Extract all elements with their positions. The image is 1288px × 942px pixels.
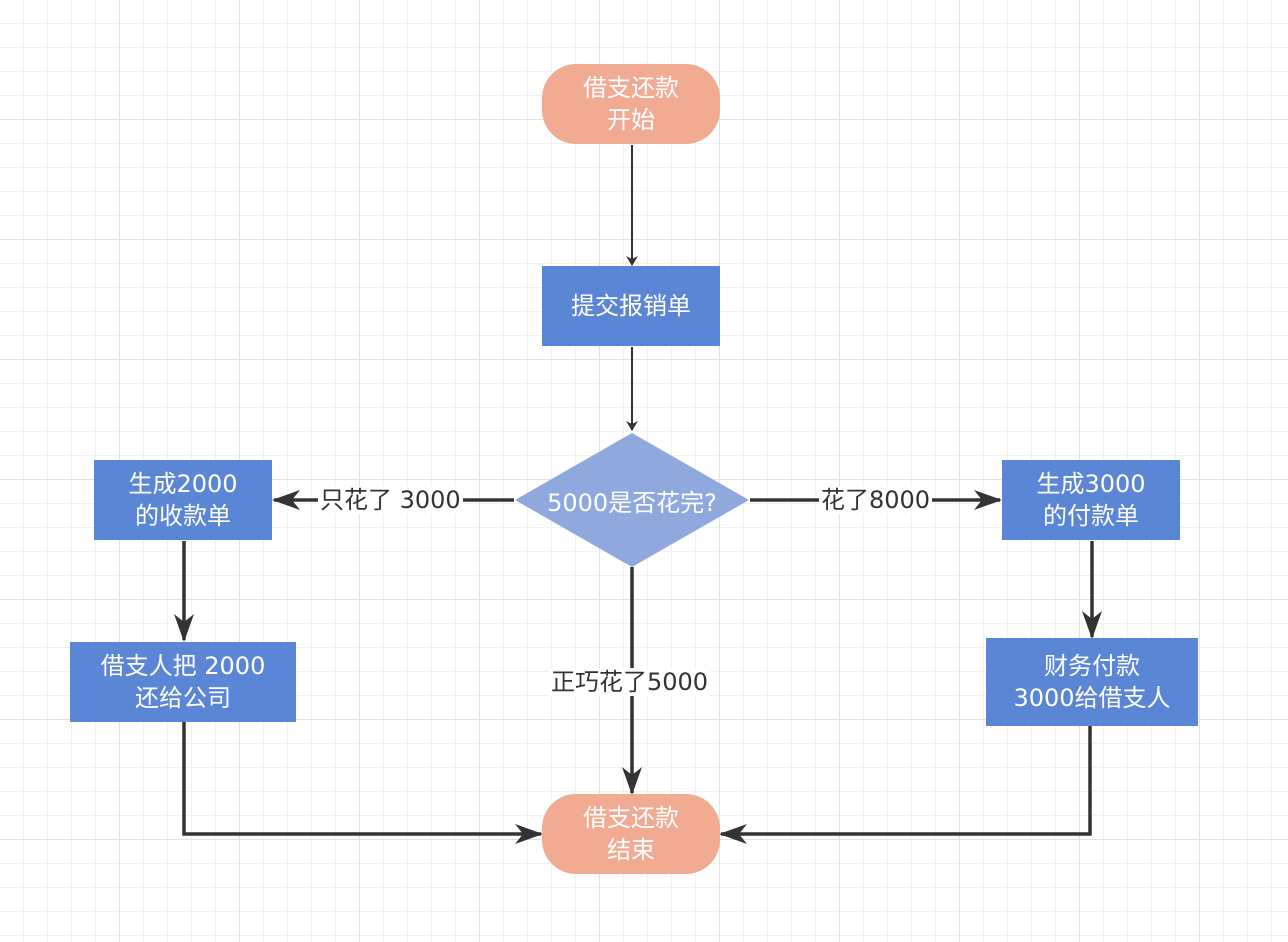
left-repay-label: 借支人把 2000 还给公司	[100, 652, 266, 712]
edge-label-spent-5000: 正巧花了5000	[549, 668, 711, 696]
right-pay-node[interactable]: 财务付款 3000给借支人	[986, 638, 1198, 726]
start-node[interactable]: 借支还款 开始	[542, 64, 720, 144]
edge-label-spent-8000: 花了8000	[819, 486, 933, 514]
right-payment-label: 生成3000 的付款单	[1036, 470, 1146, 530]
decision-label: 5000是否花完?	[547, 488, 717, 517]
edge-right-pay-to-end	[719, 726, 1092, 844]
submit-expense-label: 提交报销单	[571, 292, 691, 320]
right-payment-node[interactable]: 生成3000 的付款单	[1002, 460, 1180, 540]
left-repay-node[interactable]: 借支人把 2000 还给公司	[70, 642, 296, 722]
end-node-label: 借支还款 结束	[583, 804, 679, 864]
submit-expense-node[interactable]: 提交报销单	[542, 266, 720, 346]
decision-diamond[interactable]	[515, 433, 749, 567]
edge-label-spent-3000: 只花了 3000	[318, 486, 463, 514]
left-receipt-label: 生成2000 的收款单	[128, 470, 238, 530]
left-receipt-node[interactable]: 生成2000 的收款单	[94, 460, 272, 540]
right-pay-label: 财务付款 3000给借支人	[1013, 652, 1171, 712]
start-node-label: 借支还款 开始	[583, 74, 679, 134]
end-node[interactable]: 借支还款 结束	[542, 794, 720, 874]
edge-left-repay-to-end	[182, 722, 543, 844]
